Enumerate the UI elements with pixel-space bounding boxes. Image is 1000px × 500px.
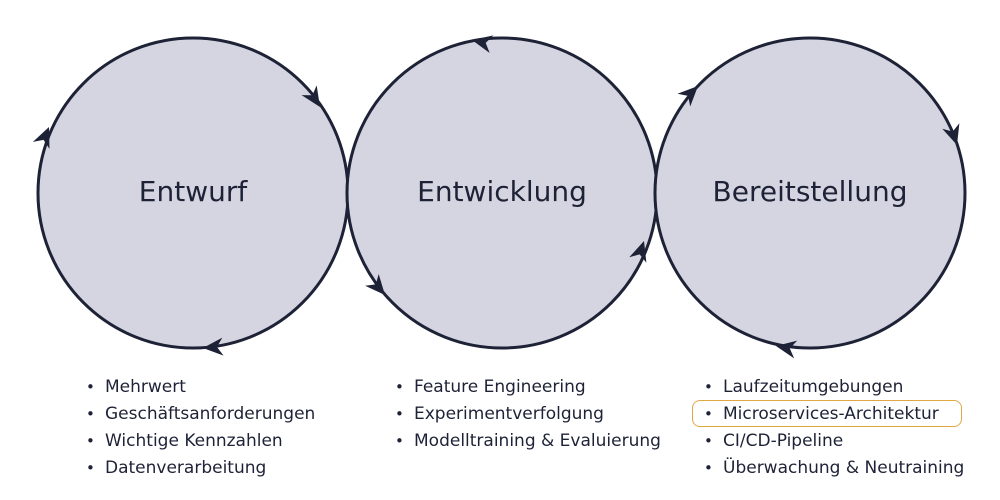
bullet-icon: • bbox=[86, 378, 95, 396]
bereitstellung-item-list: • Laufzeitumgebungen • Microservices-Archi… bbox=[692, 374, 964, 482]
list-item: • CI/CD-Pipeline bbox=[704, 428, 964, 455]
bullet-icon: • bbox=[704, 432, 713, 450]
bullet-icon: • bbox=[395, 405, 404, 423]
list-item-label: Feature Engineering bbox=[414, 377, 586, 397]
bullet-icon: • bbox=[86, 405, 95, 423]
cycle-arrow-icon bbox=[629, 241, 647, 263]
list-item-label: Mehrwert bbox=[105, 377, 186, 397]
list-item-label: Überwachung & Neutraining bbox=[723, 458, 965, 478]
list-item-label: Geschäftsanforderungen bbox=[105, 404, 316, 424]
bullet-icon: • bbox=[86, 459, 95, 477]
cycle-arrow-icon bbox=[472, 35, 494, 53]
cycle-arrow-icon bbox=[203, 337, 224, 356]
list-item-label: Wichtige Kennzahlen bbox=[105, 431, 283, 451]
list-item: • Geschäftsanforderungen bbox=[86, 401, 315, 428]
cycle-arrow-icon bbox=[301, 85, 320, 107]
phase-title-entwurf: Entwurf bbox=[139, 175, 249, 208]
list-item-label: Laufzeitumgebungen bbox=[723, 377, 904, 397]
list-item-label: Datenverarbeitung bbox=[105, 458, 267, 478]
entwicklung-item-list: • Feature Engineering • Experimentverfolgu… bbox=[395, 374, 661, 455]
entwurf-item-list: • Mehrwert • Geschäftsanforderungen • Wicht… bbox=[86, 374, 315, 482]
phase-title-bereitstellung: Bereitstellung bbox=[713, 175, 908, 208]
list-item: • Modelltraining & Evaluierung bbox=[395, 428, 661, 455]
circle-bereitstellung bbox=[653, 36, 967, 350]
list-item-label: CI/CD-Pipeline bbox=[723, 431, 844, 451]
bullet-icon: • bbox=[704, 378, 713, 396]
list-item: • Laufzeitumgebungen bbox=[704, 374, 964, 401]
bullet-icon: • bbox=[395, 378, 404, 396]
list-item-label: Experimentverfolgung bbox=[414, 404, 604, 424]
cycle-arrow-icon bbox=[776, 340, 798, 359]
bullet-icon: • bbox=[86, 432, 95, 450]
list-item: • Wichtige Kennzahlen bbox=[86, 428, 315, 455]
cycle-arrow-icon bbox=[677, 86, 698, 107]
cycle-arrow-icon bbox=[365, 274, 385, 295]
list-item: • Überwachung & Neutraining bbox=[704, 455, 964, 482]
list-item: • Mehrwert bbox=[86, 374, 315, 401]
list-item-highlighted: • Microservices-Architektur bbox=[692, 400, 964, 428]
cycle-arrow-icon bbox=[32, 127, 50, 149]
bullet-icon: • bbox=[395, 432, 404, 450]
list-item-label: Microservices-Architektur bbox=[723, 404, 939, 424]
cycle-arrow-icon bbox=[942, 123, 960, 145]
bullet-icon: • bbox=[704, 459, 713, 477]
phase-title-entwicklung: Entwicklung bbox=[417, 175, 587, 208]
list-item: • Experimentverfolgung bbox=[395, 401, 661, 428]
bullet-icon: • bbox=[704, 405, 713, 423]
list-item-label: Modelltraining & Evaluierung bbox=[414, 431, 661, 451]
list-item: • Feature Engineering bbox=[395, 374, 661, 401]
cycle-circles: Entwurf Entwicklung Bereitstellung bbox=[32, 35, 967, 359]
list-item: • Datenverarbeitung bbox=[86, 455, 315, 482]
